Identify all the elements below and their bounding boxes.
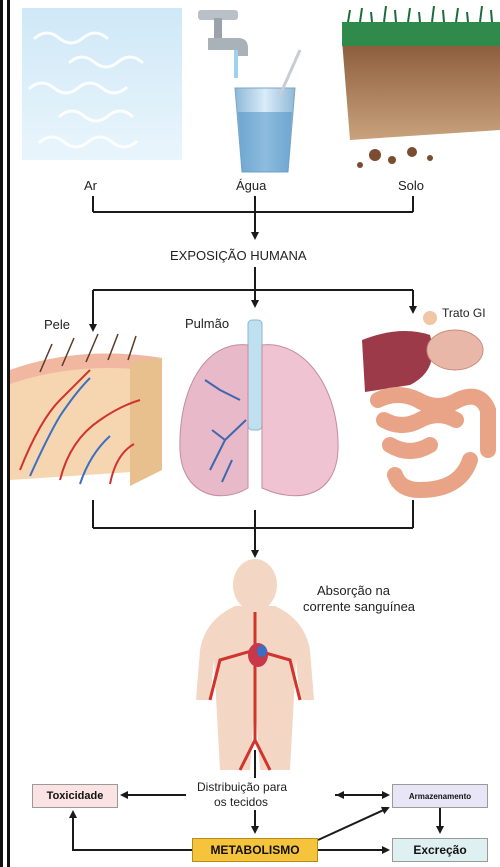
frame-bar-outer — [0, 0, 3, 867]
absorption-label-line2: corrente sanguínea — [303, 599, 415, 614]
gi-illustration — [362, 311, 488, 490]
source-label-water: Água — [236, 178, 266, 193]
water-illustration — [198, 10, 300, 172]
toxicity-box: Toxicidade — [32, 784, 118, 808]
air-illustration — [22, 8, 182, 160]
route-label-gi: Trato GI — [442, 306, 486, 320]
route-label-skin: Pele — [44, 317, 70, 332]
metabolism-box: METABOLISMO — [192, 838, 318, 862]
absorption-label-line1: Absorção na — [317, 583, 390, 598]
frame-bar-inner — [7, 0, 10, 867]
body-illustration — [196, 559, 314, 770]
distribution-label-line1: Distribuição para — [197, 780, 287, 794]
storage-box: Armazenamento — [392, 784, 488, 808]
route-label-lung: Pulmão — [185, 316, 229, 331]
absorption-connectors — [93, 500, 413, 556]
excretion-box: Excreção — [392, 838, 488, 862]
distribution-label-line2: os tecidos — [214, 795, 268, 809]
source-connectors — [93, 196, 413, 238]
soil-illustration — [342, 6, 500, 168]
exposure-label: EXPOSIÇÃO HUMANA — [170, 248, 307, 263]
skin-illustration — [10, 334, 162, 486]
source-label-air: Ar — [84, 178, 97, 193]
lung-illustration — [180, 320, 338, 496]
source-label-soil: Solo — [398, 178, 424, 193]
